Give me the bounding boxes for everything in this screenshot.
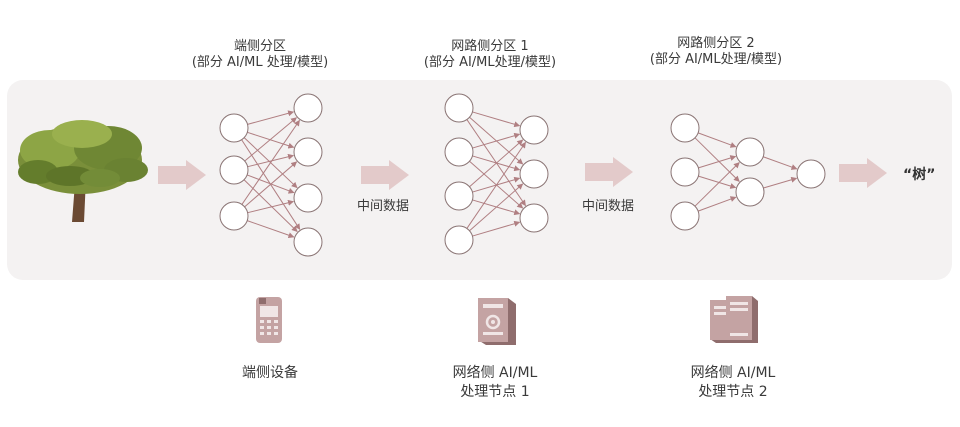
partition-title-3: 网路侧分区 2 <box>677 36 755 51</box>
neural-net-network-2 <box>670 113 826 231</box>
edge-network-1-0-1-0 <box>472 132 521 149</box>
neural-net-device <box>219 93 323 257</box>
node-network-1-1-2 <box>519 203 549 233</box>
device-label-edge: 端侧设备 <box>210 364 330 383</box>
edge-device-0-1-0 <box>244 117 297 162</box>
intermediate-data-label-2: 中间数据 <box>582 199 635 214</box>
device-label-2-line2: 处理节点 1 <box>460 384 530 400</box>
device-label-1-line1: 端侧设备 <box>242 365 298 381</box>
node-device-0-0 <box>219 113 249 143</box>
edge-device-0-2-3 <box>247 220 295 239</box>
edge-network-1-0-0-0 <box>472 111 521 128</box>
edge-network-2-0-1-0 <box>698 155 737 169</box>
node-network-1-0-0 <box>444 93 474 123</box>
result-label: “树” <box>903 167 936 183</box>
node-network-1-0-1 <box>444 137 474 167</box>
node-device-0-2 <box>219 201 249 231</box>
device-label-2-line1: 网络侧 AI/ML <box>452 365 538 381</box>
edge-network-2-0-0-0 <box>697 132 737 148</box>
partition-title-device: 端侧分区 (部分 AI/ML 处理/模型) <box>190 39 330 71</box>
partition-subtitle-2: (部分 AI/ML处理/模型) <box>423 55 557 70</box>
flow-arrow-4 <box>839 158 887 188</box>
node-device-1-2 <box>293 183 323 213</box>
device-label-3-line2: 处理节点 2 <box>698 384 768 400</box>
node-network-1-1-0 <box>519 115 549 145</box>
edge-network-1-0-3-2 <box>472 220 521 237</box>
edge-network-2-0-2-1 <box>697 196 737 212</box>
flow-arrow-1 <box>158 160 206 190</box>
edge-network-2-1-1-0 <box>763 176 798 189</box>
node-network-2-1-0 <box>735 137 765 167</box>
device-label-node-1: 网络侧 AI/ML 处理节点 1 <box>430 364 560 402</box>
edge-network-2-0-1-1 <box>698 175 737 189</box>
edge-network-1-0-3-0 <box>466 141 526 229</box>
partition-title-2: 网路侧分区 1 <box>451 39 529 54</box>
edge-device-0-2-2 <box>247 199 295 214</box>
device-label-node-2: 网络侧 AI/ML 处理节点 2 <box>668 364 798 402</box>
edge-device-0-2-0 <box>241 119 300 205</box>
edge-network-1-0-2-0 <box>469 139 524 188</box>
edge-device-0-2-1 <box>244 161 298 208</box>
edge-network-2-1-0-0 <box>763 156 798 170</box>
edge-network-1-0-3-1 <box>469 183 524 232</box>
tree-image <box>18 120 148 222</box>
node-network-2-2-0 <box>796 159 826 189</box>
node-network-1-0-3 <box>444 225 474 255</box>
edge-network-2-0-0-1 <box>694 137 740 182</box>
edge-network-2-0-2-0 <box>694 162 740 207</box>
flow-arrow-3 <box>585 157 633 187</box>
edge-device-0-1-1 <box>247 153 295 168</box>
partition-subtitle-3: (部分 AI/ML处理/模型) <box>649 52 783 67</box>
server-cluster-icon <box>710 296 758 343</box>
node-device-1-0 <box>293 93 323 123</box>
node-device-0-1 <box>219 155 249 185</box>
node-device-1-3 <box>293 227 323 257</box>
flow-arrow-2 <box>361 160 409 190</box>
device-label-3-line1: 网络侧 AI/ML <box>690 365 776 381</box>
node-network-2-0-2 <box>670 201 700 231</box>
server-icon <box>478 298 516 345</box>
node-network-1-0-2 <box>444 181 474 211</box>
partition-title-network-1: 网路侧分区 1 (部分 AI/ML处理/模型) <box>410 39 570 71</box>
phone-icon <box>256 297 282 343</box>
intermediate-data-label-1: 中间数据 <box>357 199 410 214</box>
node-network-2-0-0 <box>670 113 700 143</box>
node-device-1-1 <box>293 137 323 167</box>
node-network-2-0-1 <box>670 157 700 187</box>
neural-net-network-1 <box>444 93 549 255</box>
node-network-2-1-1 <box>735 177 765 207</box>
partition-title-1: 端侧分区 <box>233 39 286 54</box>
edge-device-0-0-0 <box>247 110 295 125</box>
partition-subtitle-1: (部分 AI/ML 处理/模型) <box>191 55 329 70</box>
node-network-1-1-1 <box>519 159 549 189</box>
partition-title-network-2: 网路侧分区 2 (部分 AI/ML处理/模型) <box>636 36 796 68</box>
neural-networks <box>219 93 826 257</box>
